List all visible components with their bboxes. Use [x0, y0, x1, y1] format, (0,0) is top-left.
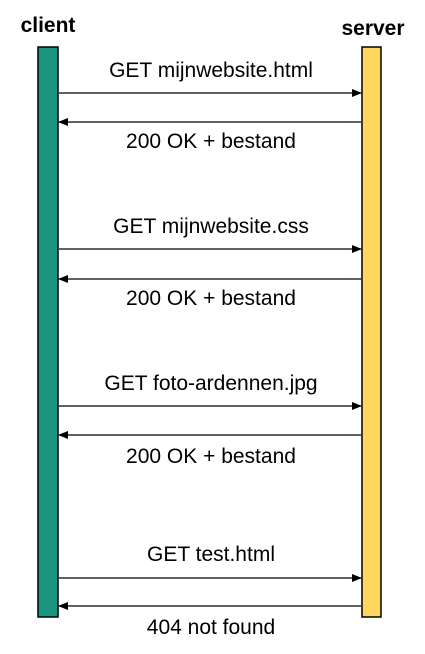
message-7: GET test.html: [59, 543, 362, 582]
message-8-label: 404 not found: [147, 616, 275, 639]
message-5-label: GET foto-ardennen.jpg: [104, 372, 317, 395]
message-3-label: GET mijnwebsite.css: [113, 215, 309, 238]
message-8: 404 not found: [58, 602, 361, 639]
message-6: 200 OK + bestand: [58, 431, 361, 468]
message-5: GET foto-ardennen.jpg: [59, 372, 362, 410]
message-1-label: GET mijnwebsite.html: [109, 59, 313, 82]
server-lifeline-bar: [361, 46, 382, 618]
message-6-label: 200 OK + bestand: [126, 445, 296, 468]
client-lifeline-bar: [37, 46, 59, 618]
message-4-label: 200 OK + bestand: [126, 287, 296, 310]
client-title: client: [21, 14, 76, 37]
message-4: 200 OK + bestand: [58, 275, 361, 310]
message-7-label: GET test.html: [147, 543, 275, 566]
server-title: server: [341, 17, 404, 40]
message-2: 200 OK + bestand: [58, 118, 361, 153]
message-2-label: 200 OK + bestand: [126, 130, 296, 153]
message-3: GET mijnwebsite.css: [59, 215, 362, 253]
message-1: GET mijnwebsite.html: [59, 59, 362, 97]
